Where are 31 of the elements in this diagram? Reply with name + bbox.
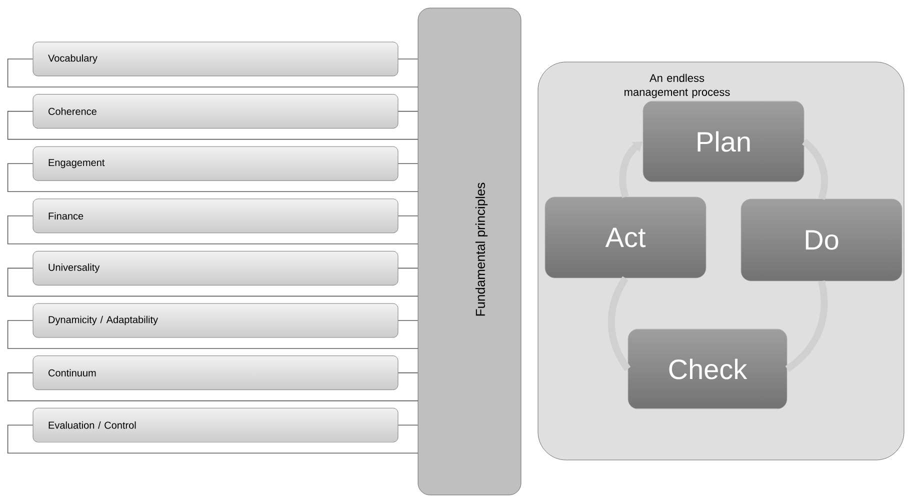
connector-line [398, 268, 418, 269]
cycle-arc [802, 138, 828, 200]
bracket-line [7, 268, 418, 297]
bracket-line [7, 58, 418, 88]
connector-line [398, 424, 418, 426]
cycle-step-box: Act [544, 196, 706, 278]
cycle-arc [785, 280, 828, 372]
cycle-arc [608, 276, 631, 371]
principle-box: Finance [32, 198, 398, 234]
principle-box: Continuum [32, 356, 398, 390]
principle-box: Engagement [32, 146, 398, 181]
cycle-step-box: Check [628, 328, 788, 410]
principle-box: Coherence [32, 94, 398, 128]
principle-box: Evaluation / Control [32, 408, 398, 442]
cycle-step-box: Do [740, 198, 902, 282]
connector-line [398, 163, 418, 164]
bracket-line [7, 320, 418, 349]
connector-line [398, 320, 418, 321]
bracket-line [7, 110, 418, 140]
bracket-line [7, 163, 418, 192]
connector-line [398, 58, 418, 60]
bracket-line [7, 372, 418, 402]
principles-bar: Fundamental principles [418, 8, 522, 496]
principle-box: Vocabulary [32, 42, 398, 76]
cycle-step-box: Plan [642, 100, 804, 182]
bracket-line [7, 424, 418, 454]
connector-line [398, 372, 418, 374]
bracket-line [7, 216, 418, 244]
principle-box: Universality [32, 251, 398, 286]
principle-box: Dynamicity / Adaptability [32, 303, 398, 338]
connector-line [398, 110, 418, 112]
